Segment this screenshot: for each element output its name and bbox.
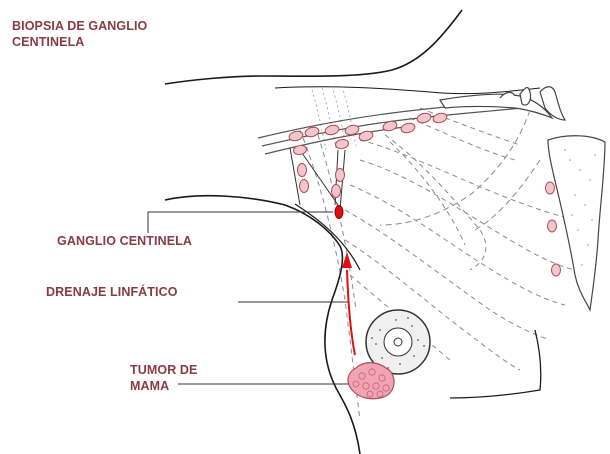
lymph-nodes [288,112,560,276]
lymph-node [324,124,340,136]
breast-tumor [348,363,394,399]
lymph-node [300,180,309,193]
lymphatic-drainage-label: DRENAJE LINFÁTICO [46,284,178,300]
lymph-node [546,182,555,194]
sentinel-lymph-node [335,206,343,219]
lymph-node [416,112,432,124]
lymph-node [293,144,307,155]
lymph-node [548,220,557,232]
breast-outline [165,196,360,454]
lymph-node [288,130,304,142]
sternum [548,136,605,310]
shoulder-line [275,87,540,94]
lymph-node [432,112,448,124]
lymph-node [298,164,307,177]
diagram-title: BIOPSIA DE GANGLIO CENTINELA [12,18,147,50]
fine-vessel-lines [312,86,356,150]
breast-tumor-label: TUMOR DE MAMA [130,362,197,394]
breast-underline [450,330,541,398]
drainage-arrow [347,270,355,355]
lymph-node [332,185,341,198]
lymph-node [400,122,416,134]
pectoral-muscle-fibers [300,108,575,420]
lymph-node [336,169,345,182]
neck-outline [165,10,462,84]
sentinel-node-label: GANGLIO CENTINELA [57,233,192,249]
lymph-node [335,138,349,149]
lymph-node [552,264,561,276]
